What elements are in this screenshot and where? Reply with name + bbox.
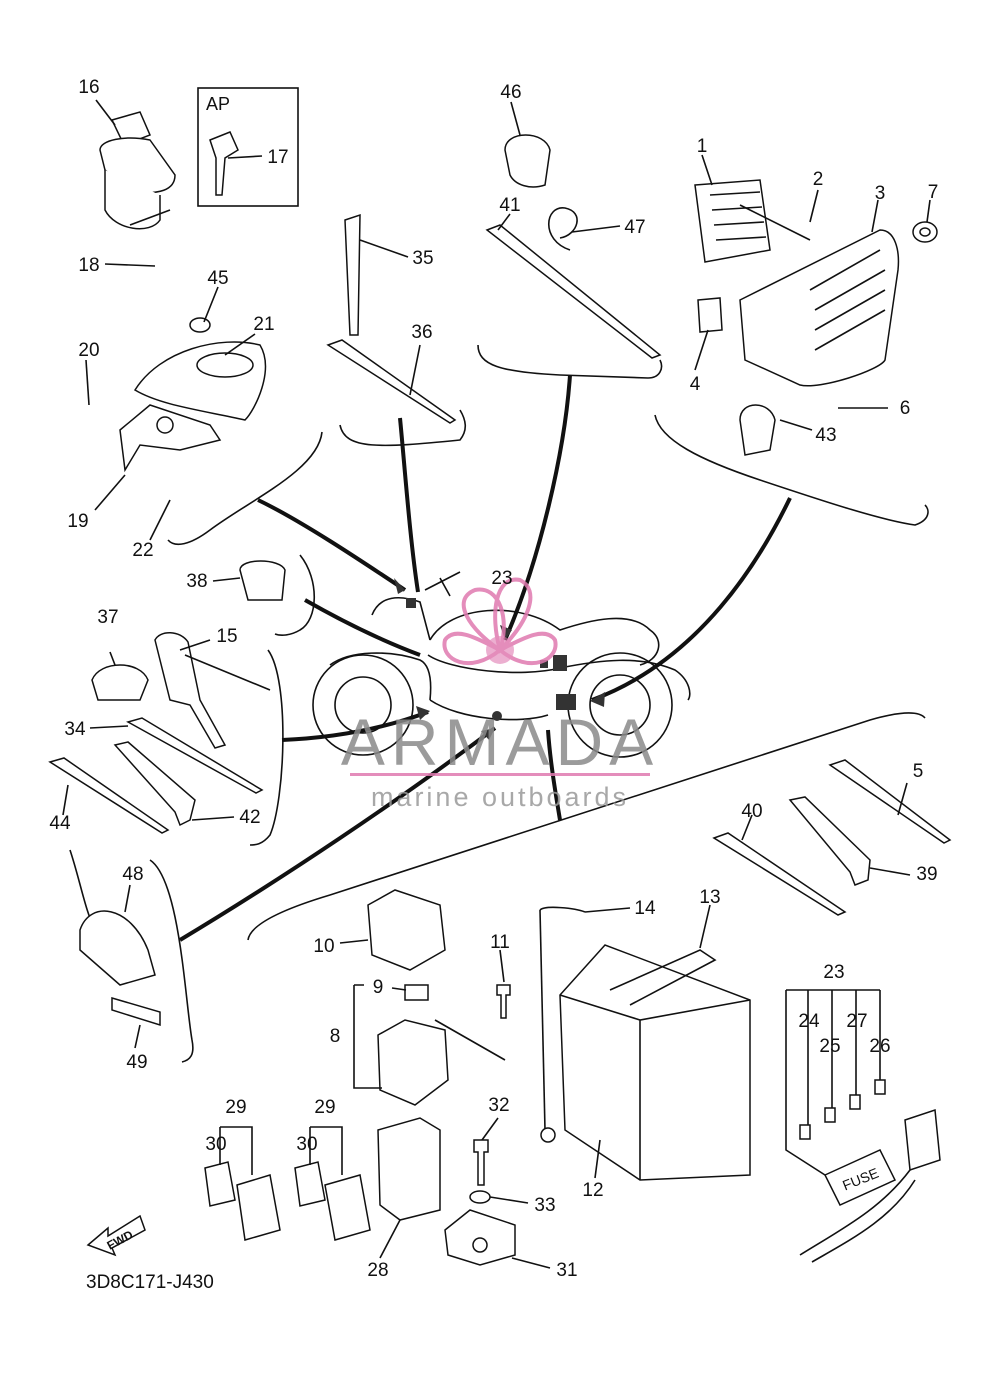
callout-31: 31	[556, 1260, 577, 1281]
ap-box: AP	[197, 87, 299, 207]
callout-19: 19	[67, 511, 88, 532]
callout-27: 27	[846, 1011, 867, 1032]
callout-40: 40	[741, 801, 762, 822]
part-cable-tie-41	[485, 224, 662, 359]
callout-49: 49	[126, 1052, 147, 1073]
part-band-47	[547, 207, 578, 251]
callout-23-fuses: 23	[823, 962, 844, 983]
callout-48: 48	[122, 864, 143, 885]
callout-38: 38	[186, 571, 207, 592]
motorcycle-silhouette	[312, 571, 691, 758]
callout-8: 8	[330, 1026, 341, 1047]
callout-16: 16	[78, 77, 99, 98]
callout-3: 3	[875, 183, 886, 204]
callout-42: 42	[239, 807, 260, 828]
part-clamp-43	[739, 404, 776, 456]
callout-33: 33	[534, 1195, 555, 1216]
watermark-divider	[350, 773, 650, 776]
callout-4: 4	[690, 374, 701, 395]
part-battery-lead	[539, 906, 586, 1143]
callout-25: 25	[819, 1036, 840, 1057]
callout-17: 17	[267, 147, 288, 168]
part-relays-29-30	[204, 1161, 371, 1241]
propeller-logo-icon	[442, 577, 558, 666]
part-relay-28	[377, 1117, 441, 1221]
callout-21: 21	[253, 314, 274, 335]
callout-18: 18	[78, 255, 99, 276]
callout-23-motorcycle: 23	[491, 568, 512, 589]
callout-46: 46	[500, 82, 521, 103]
callout-6: 6	[900, 398, 911, 419]
callout-14: 14	[634, 898, 656, 919]
callout-22: 22	[132, 540, 153, 561]
part-regulator-cover	[697, 229, 900, 387]
part-rectifier-regulator	[694, 179, 811, 263]
part-starter-relay	[377, 984, 506, 1106]
callout-47: 47	[624, 217, 645, 238]
callout-35: 35	[412, 248, 433, 269]
part-cable-tie-35	[344, 213, 361, 336]
part-bolt-11	[496, 984, 511, 1019]
callout-30-left: 30	[205, 1134, 226, 1155]
part-main-switch	[99, 111, 176, 230]
callout-20: 20	[78, 340, 99, 361]
part-sensor-31	[444, 1209, 516, 1266]
part-battery	[559, 944, 751, 1181]
callout-13: 13	[699, 887, 720, 908]
callout-30-right: 30	[296, 1134, 317, 1155]
callout-32: 32	[488, 1095, 509, 1116]
part-grommet	[912, 221, 938, 243]
callout-45: 45	[207, 268, 228, 289]
part-cover-10	[367, 889, 446, 971]
part-clamp-38	[239, 560, 286, 601]
callout-26: 26	[869, 1036, 890, 1057]
callout-41: 41	[499, 195, 520, 216]
callout-29-left: 29	[225, 1097, 246, 1118]
part-bolt-32	[469, 1139, 491, 1204]
callout-24: 24	[798, 1011, 820, 1032]
callout-leaders	[62, 99, 931, 1269]
callout-7: 7	[928, 182, 939, 203]
part-sidestand-switch	[69, 849, 161, 1027]
callout-2: 2	[813, 169, 824, 190]
watermark: ARMADA marine outboards	[341, 577, 659, 812]
part-switch-bracket	[119, 404, 222, 473]
callout-39: 39	[916, 864, 937, 885]
diagram-code: 3D8C171-J430	[86, 1272, 214, 1293]
part-key	[209, 131, 239, 196]
watermark-tagline: marine outboards	[371, 782, 629, 812]
callout-37: 37	[97, 607, 118, 628]
part-clamp-46	[504, 134, 551, 188]
watermark-brand: ARMADA	[341, 705, 659, 779]
callout-36: 36	[411, 322, 432, 343]
part-clamp-37	[91, 664, 149, 701]
callout-1: 1	[697, 136, 708, 157]
callout-numbers: 1 2 3 4 5 6 7 8 9 10 11 12 13 14 15 16 1…	[49, 77, 938, 1281]
part-fuse-box	[799, 1079, 941, 1263]
group-outlines	[149, 344, 929, 1063]
ap-label: AP	[206, 94, 230, 114]
callout-11: 11	[490, 932, 510, 953]
fwd-arrow-icon: FWD	[86, 1214, 146, 1257]
callout-9: 9	[373, 977, 384, 998]
callout-28: 28	[367, 1260, 388, 1281]
callout-10: 10	[313, 936, 334, 957]
callout-44: 44	[49, 813, 71, 834]
callout-12: 12	[582, 1180, 603, 1201]
part-sensor-15	[154, 632, 271, 749]
part-cable-ties-right	[712, 759, 952, 916]
part-cable-ties-left	[48, 717, 264, 834]
callout-15: 15	[216, 626, 237, 647]
callout-34: 34	[64, 719, 86, 740]
part-main-switch-cover	[133, 317, 267, 421]
part-cable-tie-36	[326, 339, 457, 424]
callout-5: 5	[913, 761, 924, 782]
callout-43: 43	[815, 425, 836, 446]
callout-29-right: 29	[314, 1097, 335, 1118]
